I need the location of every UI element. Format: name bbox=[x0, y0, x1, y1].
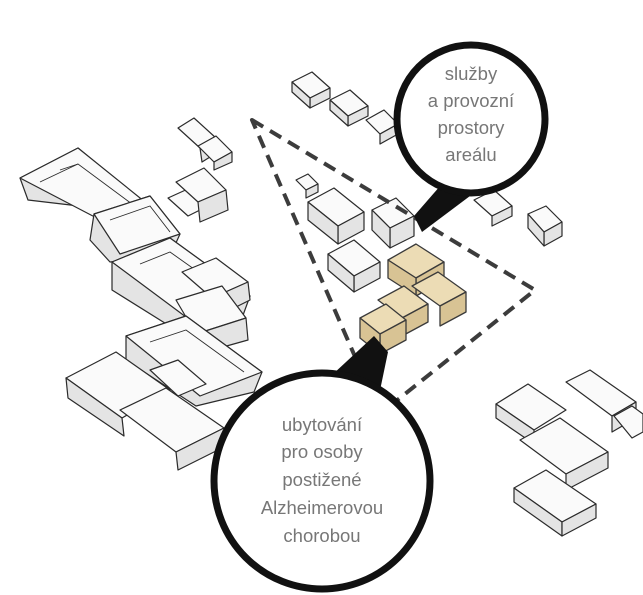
callout-services-line-2: a provozní bbox=[428, 90, 515, 111]
callout-services-line-1: služby bbox=[445, 63, 498, 84]
callout-services-line-3: prostory bbox=[438, 117, 506, 138]
right-building-complex bbox=[496, 370, 643, 536]
callout-services: služby a provozní prostory areálu bbox=[397, 45, 545, 232]
callout-housing-line-2: pro osoby bbox=[281, 441, 363, 462]
callout-housing-line-4: Alzheimerovou bbox=[261, 497, 383, 518]
upper-left-houses bbox=[178, 118, 232, 170]
callout-services-line-4: areálu bbox=[445, 144, 496, 165]
callout-housing-line-3: postižené bbox=[282, 469, 361, 490]
callout-housing-line-5: chorobou bbox=[283, 525, 360, 546]
right-houses bbox=[474, 190, 562, 246]
upper-center-houses bbox=[292, 72, 398, 144]
left-building-complex bbox=[20, 148, 262, 470]
callout-housing-line-1: ubytování bbox=[282, 414, 363, 435]
